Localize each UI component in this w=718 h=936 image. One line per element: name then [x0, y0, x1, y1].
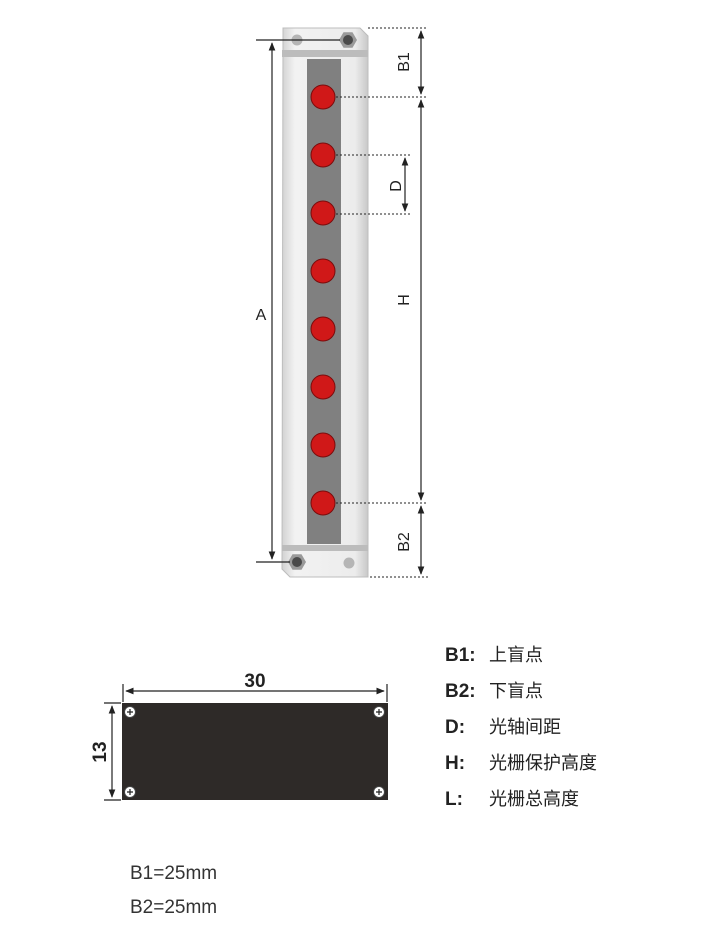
top-hex-nut-icon	[339, 32, 357, 48]
bottom-hex-nut-icon	[288, 554, 306, 570]
light-beam-emitter	[310, 316, 336, 342]
width-label: 30	[244, 671, 265, 692]
legend-description: 光栅保护高度	[489, 753, 597, 774]
legend-key: H:	[445, 753, 466, 774]
height-label: 13	[90, 741, 111, 762]
legend-item: H: 光栅保护高度	[445, 750, 597, 786]
value-item: B2=25mm	[130, 897, 218, 918]
light-beam-emitter	[310, 490, 336, 516]
corner-screw-icon	[124, 706, 136, 718]
legend-key: L:	[445, 789, 463, 810]
cross-section-profile	[122, 703, 388, 800]
dim-label-d: D	[388, 180, 405, 192]
legend-key: B1:	[445, 645, 476, 666]
legend-item: L: 光栅总高度	[445, 786, 597, 822]
bottom-cap-band	[282, 545, 368, 551]
legend-description: 光栅总高度	[489, 789, 579, 810]
light-beam-emitter	[310, 142, 336, 168]
corner-screw-icon	[124, 786, 136, 798]
legend: B1: 上盲点 B2: 下盲点 D: 光轴间距 H: 光栅保护高度 L: 光栅总高度	[445, 642, 597, 822]
dim-label-b2: B2	[396, 532, 413, 552]
optical-channel	[307, 59, 341, 544]
legend-description: 下盲点	[489, 681, 543, 702]
corner-screw-icon	[373, 706, 385, 718]
legend-description: 光轴间距	[489, 717, 561, 738]
light-beam-emitter	[310, 432, 336, 458]
bottom-screw-hole	[343, 557, 355, 569]
top-cap-band	[282, 50, 368, 57]
light-beam-emitter	[310, 374, 336, 400]
corner-screw-icon	[373, 786, 385, 798]
value-item: B1=25mm	[130, 863, 218, 884]
light-beam-emitter	[310, 200, 336, 226]
dimension-a	[256, 39, 340, 563]
light-curtain-body	[281, 27, 369, 578]
legend-description: 上盲点	[489, 645, 543, 666]
beam-group	[310, 84, 336, 516]
dim-label-a: A	[256, 307, 267, 324]
legend-key: D:	[445, 717, 466, 738]
cross-section-width-dim	[122, 684, 388, 702]
cross-section: 30 13	[90, 671, 388, 801]
light-beam-emitter	[310, 84, 336, 110]
extension-lines	[336, 27, 428, 578]
light-beam-emitter	[310, 258, 336, 284]
dim-label-h: H	[396, 294, 413, 306]
dim-label-b1: B1	[396, 52, 413, 72]
legend-item: B2: 下盲点	[445, 678, 597, 714]
legend-item: B1: 上盲点	[445, 642, 597, 678]
legend-key: B2:	[445, 681, 476, 702]
legend-item: D: 光轴间距	[445, 714, 597, 750]
cross-section-height-dim	[104, 702, 121, 801]
